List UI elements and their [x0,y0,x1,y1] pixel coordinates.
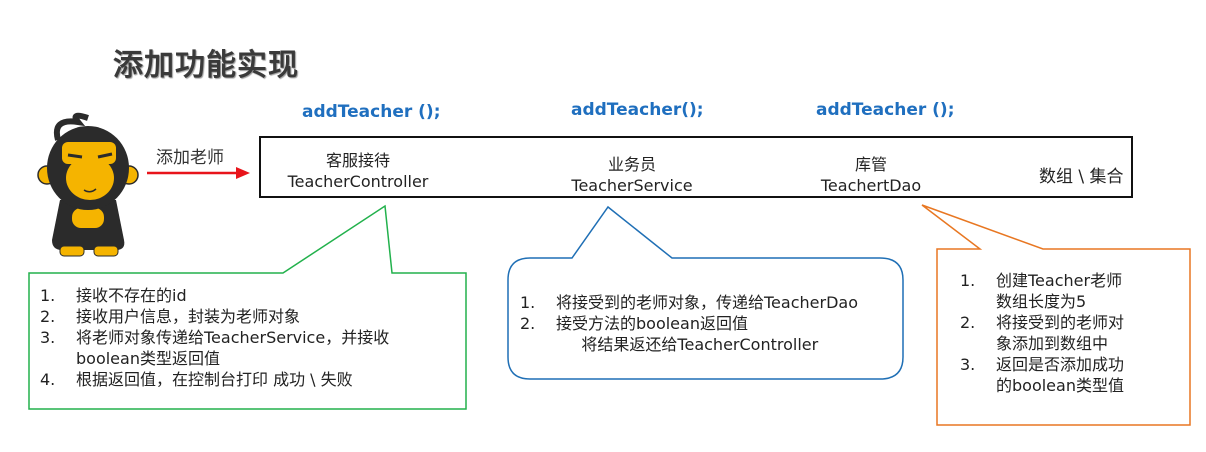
note-item: 1.接收不存在的id [40,286,187,305]
note-item: 2.将接受到的老师对 [960,313,1125,332]
page-title: 添加功能实现 [113,48,299,83]
service-callout-shape [507,205,904,380]
layer-class: TeacherController [287,172,429,191]
layers-box [259,136,1133,198]
layer-service: 业务员 TeacherService [562,154,702,196]
controller-callout-shape [28,204,467,410]
arrow-icon [147,167,250,179]
note-item: 3.返回是否添加成功 [960,355,1125,374]
monkey-mascot-icon [37,112,139,257]
note-item: 1.创建Teacher老师 [960,271,1123,290]
storage-label: 数组 \ 集合 [1039,167,1124,187]
note-item: 1.将接受到的老师对象，传递给TeacherDao [520,293,858,312]
service-method-label: addTeacher(); [571,100,704,120]
layer-dao: 库管 TeachertDao [806,154,936,196]
layer-class: TeachertDao [820,176,922,195]
dao-callout-shape [921,204,1191,426]
note-item: 3.将老师对象传递给TeacherService，并接收 [40,328,390,347]
arrow-label: 添加老师 [156,148,224,168]
note-item: 4.根据返回值，在控制台打印 成功 \ 失败 [40,370,353,389]
note-item: boolean类型返回值 [76,349,220,368]
layer-controller: 客服接待 TeacherController [278,150,438,192]
note-item: 的boolean类型值 [996,376,1124,395]
layer-role: 客服接待 [325,151,390,170]
controller-method-label: addTeacher (); [302,102,441,122]
layer-role: 业务员 [607,155,656,174]
service-note: 1.将接受到的老师对象，传递给TeacherDao 2.接受方法的boolean… [520,292,858,355]
layer-role: 库管 [854,155,887,174]
controller-note: 1.接收不存在的id 2.接收用户信息，封装为老师对象 3.将老师对象传递给Te… [40,285,389,390]
note-item: 象添加到数组中 [996,334,1109,353]
layer-class: TeacherService [571,176,693,195]
dao-method-label: addTeacher (); [816,100,955,120]
note-item: 2.接收用户信息，封装为老师对象 [40,307,301,326]
note-item: 2.接受方法的boolean返回值 [520,314,748,333]
dao-note: 1.创建Teacher老师 数组长度为5 2.将接受到的老师对 象添加到数组中 … [960,270,1124,396]
note-item: 数组长度为5 [996,292,1087,311]
note-item: 将结果返还给TeacherController [556,335,819,354]
